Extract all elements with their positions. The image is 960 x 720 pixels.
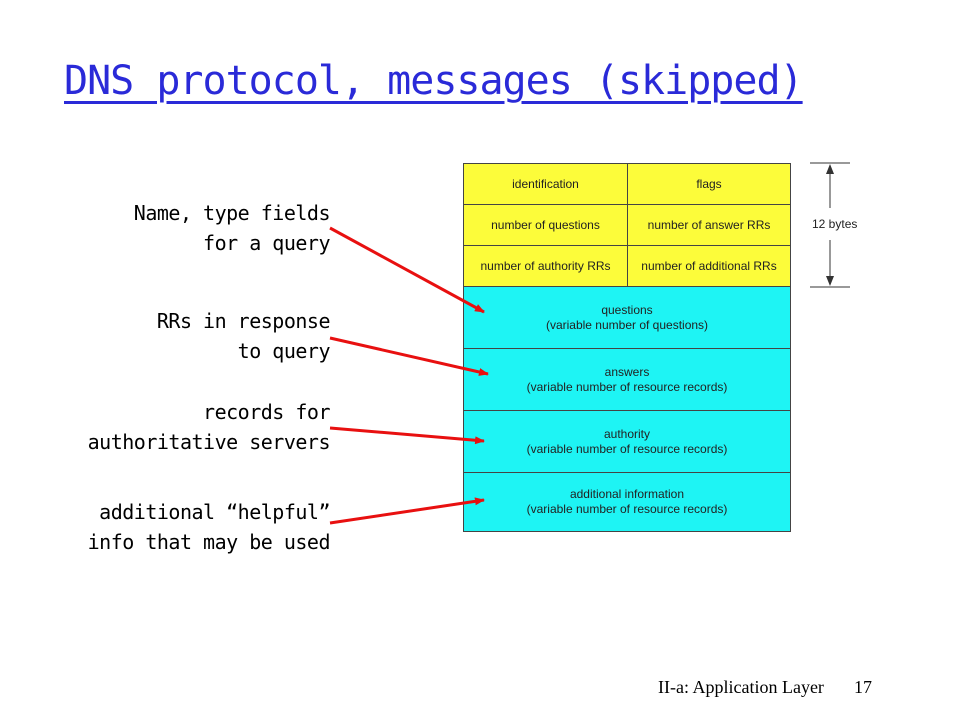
section-authority-desc: (variable number of resource records) xyxy=(526,441,728,456)
label-additional-info-line2: info that may be used xyxy=(87,530,331,554)
label-query-fields-line1: Name, type fields xyxy=(133,201,331,225)
section-additional: additional information (variable number … xyxy=(463,472,791,532)
section-questions: questions (variable number of questions) xyxy=(463,286,791,349)
label-authority-records-line2: authoritative servers xyxy=(87,430,331,454)
section-additional-desc: (variable number of resource records) xyxy=(526,502,728,516)
section-questions-name: questions xyxy=(601,302,653,317)
footer-chapter: II-a: Application Layer xyxy=(658,677,824,697)
section-answers-name: answers xyxy=(604,364,650,379)
label-additional-info: additional “helpful” info that may be us… xyxy=(87,497,331,557)
section-answers-desc: (variable number of resource records) xyxy=(526,379,728,394)
section-questions-desc: (variable number of questions) xyxy=(545,317,709,332)
header-size-label: 12 bytes xyxy=(812,217,858,231)
arrow-query-fields xyxy=(329,226,485,314)
label-response-rrs-line2: to query xyxy=(237,339,331,363)
field-num-answer-rrs: number of answer RRs xyxy=(627,204,791,246)
arrow-response-rrs xyxy=(329,336,489,376)
label-additional-info-line1: additional “helpful” xyxy=(99,500,330,524)
section-additional-name: additional information xyxy=(569,487,685,501)
arrow-authority-records xyxy=(329,426,485,445)
page-number: 17 xyxy=(853,677,872,697)
label-query-fields: Name, type fields for a query xyxy=(133,198,331,258)
field-num-authority-rrs: number of authority RRs xyxy=(463,245,628,287)
field-num-questions: number of questions xyxy=(463,204,628,246)
label-response-rrs: RRs in response to query xyxy=(156,306,331,366)
slide-title: DNS protocol, messages (skipped) xyxy=(64,58,804,104)
arrow-additional-info xyxy=(329,497,485,525)
field-num-additional-rrs: number of additional RRs xyxy=(627,245,791,287)
footer: II-a: Application Layer 17 xyxy=(658,677,872,698)
section-authority: authority (variable number of resource r… xyxy=(463,410,791,473)
label-query-fields-line2: for a query xyxy=(203,231,330,255)
label-response-rrs-line1: RRs in response xyxy=(156,309,331,333)
label-authority-records-line1: records for xyxy=(203,400,330,424)
section-authority-name: authority xyxy=(603,426,651,441)
field-flags: flags xyxy=(627,163,791,205)
label-authority-records: records for authoritative servers xyxy=(87,397,331,457)
